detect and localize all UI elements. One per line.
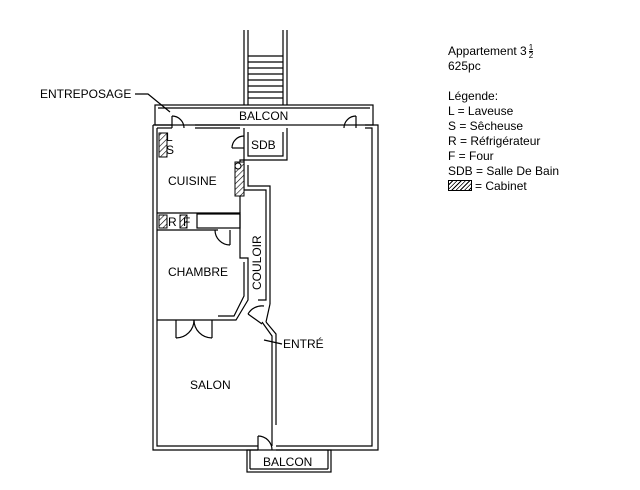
balcony-bottom	[246, 449, 332, 473]
label-cuisine: CUISINE	[168, 174, 217, 188]
legend-item: S = Sêcheuse	[448, 119, 524, 134]
appliance-four: F	[183, 215, 190, 229]
label-entreposage: ENTREPOSAGE	[40, 87, 131, 101]
cabinet-fridge	[158, 214, 168, 229]
door-balcony-bottom	[257, 435, 273, 451]
legend-item: F = Four	[448, 149, 494, 164]
door-balcony-right	[343, 115, 357, 129]
legend-item: SDB = Salle De Bain	[448, 164, 560, 179]
legend-item: R = Réfrigérateur	[448, 134, 541, 149]
interior-walls	[157, 159, 277, 446]
entreposage-leader	[135, 93, 171, 113]
entrance-leader	[263, 339, 283, 345]
staircase	[243, 30, 288, 105]
appliance-secheuse: S	[166, 143, 174, 157]
door-sdb	[231, 135, 245, 149]
label-entre: ENTRÉ	[283, 336, 324, 351]
door-bedroom	[214, 229, 231, 246]
legend-cabinet: = Cabinet	[448, 179, 559, 194]
label-chambre: CHAMBRE	[168, 265, 228, 279]
label-couloir: COULOIR	[250, 235, 264, 290]
door-salon-french	[175, 319, 213, 339]
legend-item: L = Laveuse	[448, 104, 514, 119]
legend-heading: Légende:	[448, 89, 499, 104]
cabinet-oven	[179, 214, 188, 229]
appliance-laveuse: L	[166, 130, 173, 144]
label-salon: SALON	[190, 378, 231, 392]
cabinet-swatch	[448, 180, 472, 192]
appliance-refrigerateur: R	[168, 215, 177, 229]
label-balcon-bottom: BALCON	[263, 455, 312, 469]
label-sdb: SDB	[251, 138, 276, 152]
counter	[196, 213, 241, 229]
legend-title-text: Appartement 3	[448, 44, 527, 58]
legend-area: 625pc	[448, 59, 481, 74]
cabinet-laundry	[158, 132, 168, 158]
kitchen-sink	[234, 162, 242, 170]
door-entrance	[247, 305, 265, 325]
door-balcony-left	[171, 115, 185, 129]
bathroom-walls	[243, 128, 288, 161]
balcony-top	[154, 104, 374, 126]
label-balcon-top: BALCON	[239, 109, 288, 123]
cabinet-kitchen	[234, 161, 245, 197]
